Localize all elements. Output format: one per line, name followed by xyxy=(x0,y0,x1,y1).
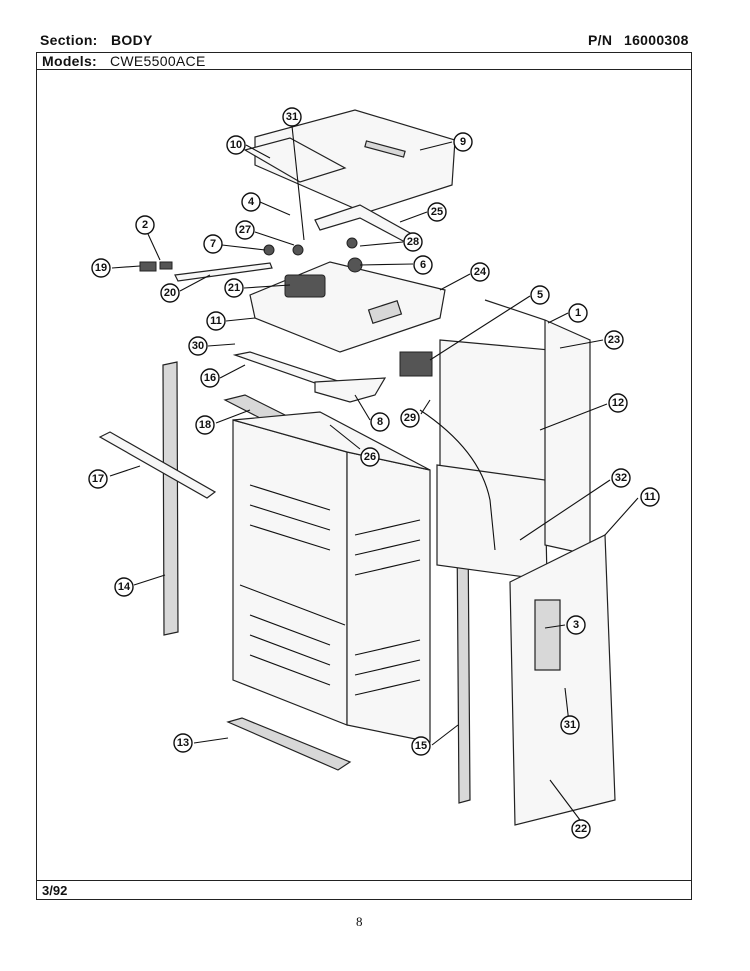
svg-text:15: 15 xyxy=(415,740,427,752)
side-panel xyxy=(509,534,616,826)
callout-18: 18 xyxy=(195,415,215,435)
plate-opening xyxy=(367,299,403,325)
callout-3: 3 xyxy=(566,615,586,635)
page-number: 8 xyxy=(356,914,363,929)
svg-text:9: 9 xyxy=(460,136,466,148)
svg-text:28: 28 xyxy=(407,236,419,248)
svg-text:30: 30 xyxy=(192,340,204,352)
svg-text:8: 8 xyxy=(377,416,383,428)
callout-4: 4 xyxy=(241,192,261,212)
svg-text:12: 12 xyxy=(612,397,624,409)
svg-text:13: 13 xyxy=(177,737,189,749)
terminal-block xyxy=(399,351,433,377)
svg-text:10: 10 xyxy=(230,139,242,151)
svg-text:16: 16 xyxy=(204,372,216,384)
callout-10: 10 xyxy=(226,135,246,155)
models-divider xyxy=(36,69,692,70)
svg-text:26: 26 xyxy=(364,451,376,463)
section-label: Section: xyxy=(40,32,98,48)
wire-harness xyxy=(419,409,496,551)
callout-1: 1 xyxy=(568,303,588,323)
svg-text:7: 7 xyxy=(210,238,216,250)
callout-11-top: 11 xyxy=(206,311,226,331)
callout-31-top: 31 xyxy=(282,107,302,127)
svg-text:27: 27 xyxy=(239,224,251,236)
control-components xyxy=(263,237,363,298)
oven-cavity xyxy=(232,411,431,743)
callout-23: 23 xyxy=(604,330,624,350)
top-cover xyxy=(254,109,456,214)
svg-text:19: 19 xyxy=(95,262,107,274)
top-cover-slot xyxy=(364,140,406,158)
callout-8: 8 xyxy=(370,412,390,432)
callout-6: 6 xyxy=(413,255,433,275)
svg-text:11: 11 xyxy=(210,315,222,327)
callout-29: 29 xyxy=(400,408,420,428)
mounting-plate xyxy=(249,261,446,353)
svg-text:6: 6 xyxy=(420,259,426,271)
callout-7: 7 xyxy=(203,234,223,254)
bottom-trim xyxy=(226,717,352,771)
callout-11-bottom: 11 xyxy=(640,487,660,507)
callout-22: 22 xyxy=(571,819,591,839)
footer-divider xyxy=(36,880,692,881)
svg-text:20: 20 xyxy=(164,287,176,299)
cross-bar xyxy=(98,431,217,499)
callout-30: 30 xyxy=(188,336,208,356)
svg-text:24: 24 xyxy=(474,266,487,278)
models-value: CWE5500ACE xyxy=(110,53,206,69)
rear-bracket xyxy=(314,204,411,243)
callout-27: 27 xyxy=(235,220,255,240)
leader-lines xyxy=(109,125,639,821)
svg-text:3: 3 xyxy=(573,619,579,631)
svg-text:31: 31 xyxy=(564,719,576,731)
svg-text:22: 22 xyxy=(575,823,587,835)
callout-32: 32 xyxy=(611,468,631,488)
diagram-frame xyxy=(36,52,692,900)
svg-text:14: 14 xyxy=(118,581,131,593)
svg-text:23: 23 xyxy=(608,334,620,346)
side-panel-slot xyxy=(534,599,561,671)
pn-value: 16000308 xyxy=(624,32,689,48)
callout-20: 20 xyxy=(160,283,180,303)
air-duct xyxy=(314,377,387,403)
callout-19: 19 xyxy=(91,258,111,278)
callout-28: 28 xyxy=(403,232,423,252)
rod-assembly xyxy=(174,262,273,282)
svg-text:5: 5 xyxy=(537,289,543,301)
callout-12: 12 xyxy=(608,393,628,413)
callout-16: 16 xyxy=(200,368,220,388)
callout-31-bottom: 31 xyxy=(560,715,580,735)
callout-15: 15 xyxy=(411,736,431,756)
svg-text:1: 1 xyxy=(575,307,581,319)
top-panel xyxy=(243,137,347,183)
svg-text:17: 17 xyxy=(92,473,104,485)
callout-14: 14 xyxy=(114,577,134,597)
pn-label: P/N xyxy=(588,32,613,48)
svg-text:4: 4 xyxy=(248,196,255,208)
callout-2: 2 xyxy=(135,215,155,235)
callout-9: 9 xyxy=(453,132,473,152)
section-value: BODY xyxy=(111,32,153,48)
svg-text:11: 11 xyxy=(644,491,656,503)
callout-5: 5 xyxy=(530,285,550,305)
svg-text:2: 2 xyxy=(142,219,148,231)
svg-text:29: 29 xyxy=(404,412,416,424)
side-strip-left xyxy=(162,361,179,636)
callout-25: 25 xyxy=(427,202,447,222)
callout-26: 26 xyxy=(360,447,380,467)
switch xyxy=(139,261,157,272)
callout-21: 21 xyxy=(224,278,244,298)
svg-text:21: 21 xyxy=(228,282,240,294)
callout-17: 17 xyxy=(88,469,108,489)
svg-text:32: 32 xyxy=(615,472,627,484)
exploded-parts-diagram: 31 10 9 4 25 2 27 28 7 6 19 20 21 24 5 1… xyxy=(88,107,660,839)
models-label: Models: xyxy=(42,53,97,69)
revision-date: 3/92 xyxy=(42,883,68,898)
callout-13: 13 xyxy=(173,733,193,753)
callout-24: 24 xyxy=(470,262,490,282)
svg-text:18: 18 xyxy=(199,419,211,431)
svg-text:31: 31 xyxy=(286,111,298,123)
svg-text:25: 25 xyxy=(431,206,443,218)
